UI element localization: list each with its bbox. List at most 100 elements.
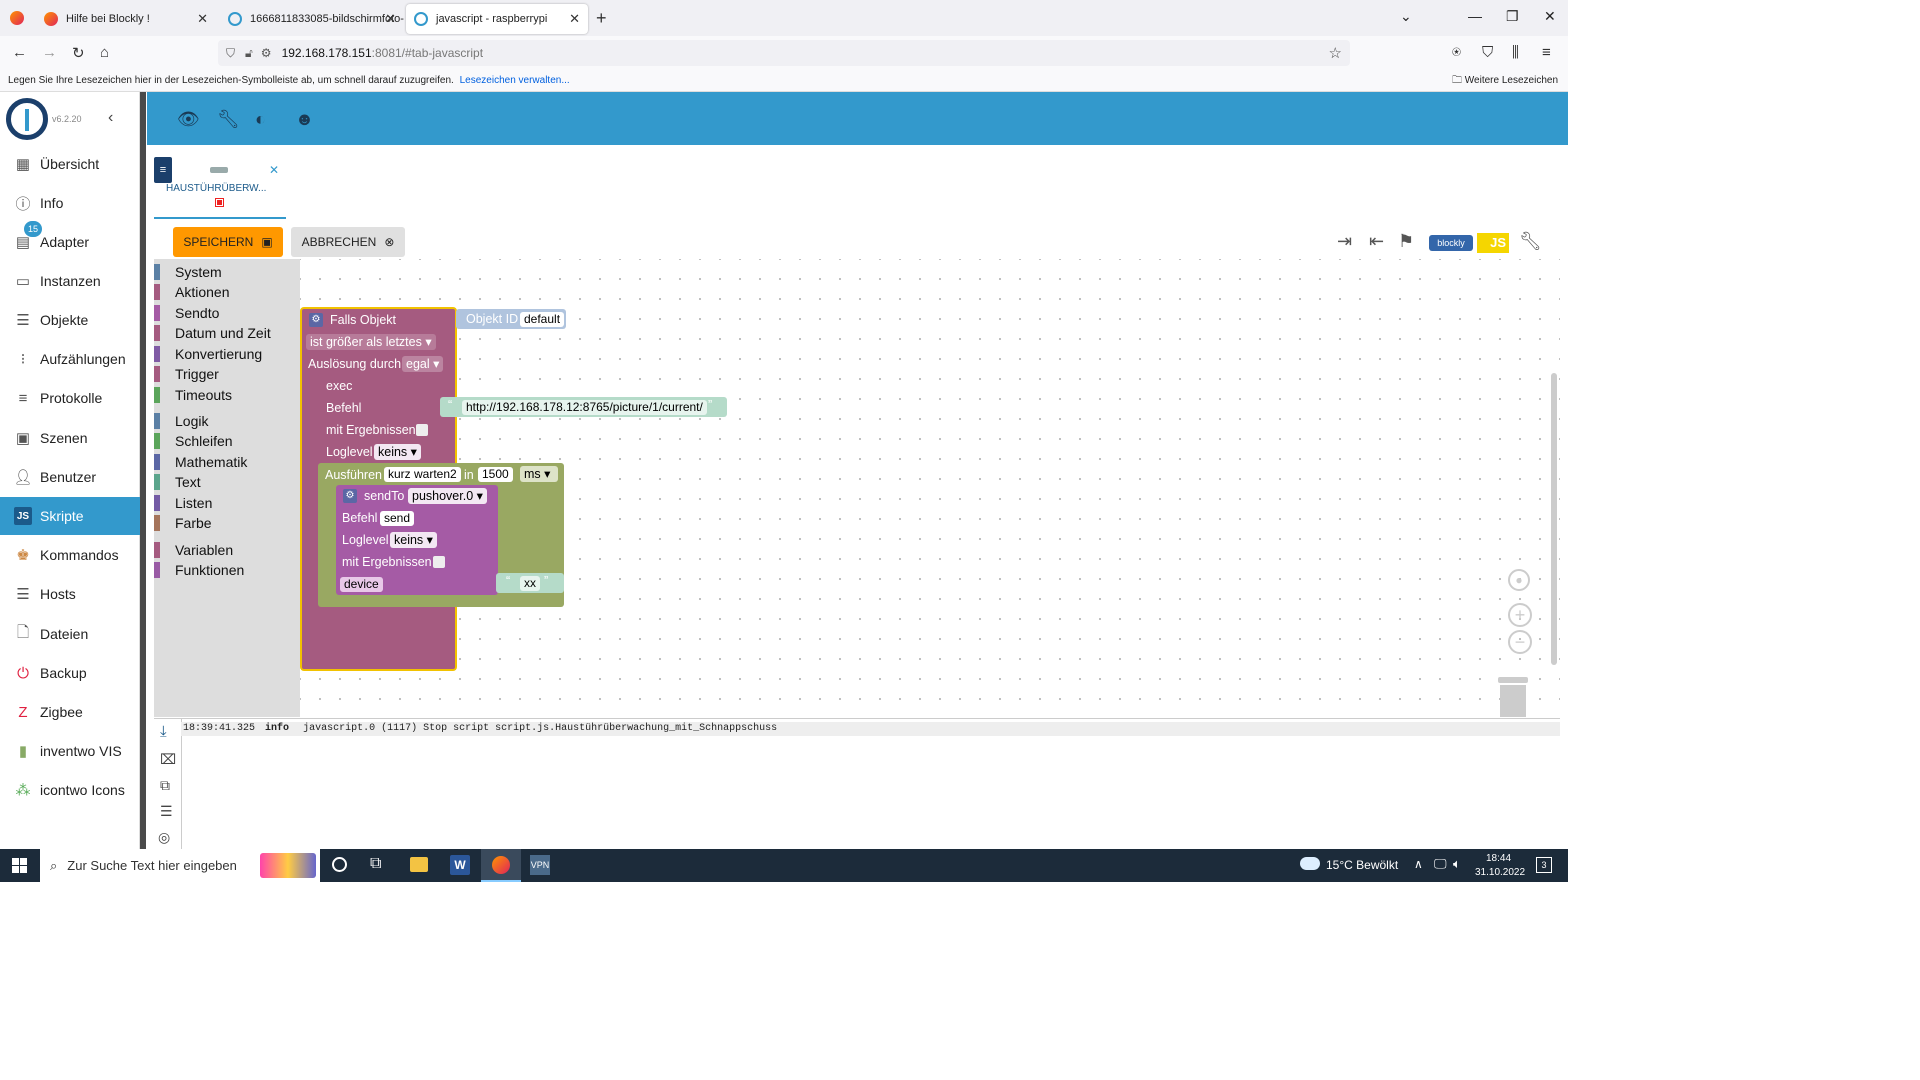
- reload-icon[interactable]: ↻: [72, 45, 85, 62]
- eye-icon[interactable]: 👁︎: [177, 109, 200, 129]
- tab-close-icon[interactable]: ✕: [569, 11, 580, 26]
- minimize-icon[interactable]: —: [1468, 8, 1482, 24]
- file-explorer-icon[interactable]: [410, 857, 428, 872]
- new-tab-icon[interactable]: +: [596, 8, 607, 28]
- task-view-icon[interactable]: ⧉: [370, 855, 382, 872]
- weather-text[interactable]: 15°C Bewölkt: [1326, 858, 1399, 872]
- sendto-target-dropdown[interactable]: pushover.0 ▾: [408, 488, 487, 504]
- clock-date[interactable]: 31.10.2022: [1475, 867, 1526, 878]
- network-icon[interactable]: 🖵︎: [1434, 856, 1447, 871]
- sidebar-item[interactable]: ▮inventwo VIS: [0, 732, 140, 770]
- import-icon[interactable]: ⇤: [1369, 231, 1385, 251]
- with-results-checkbox[interactable]: [416, 424, 428, 436]
- close-tab-icon[interactable]: ✕: [269, 163, 280, 177]
- toolbox-category[interactable]: Aktionen: [154, 282, 300, 302]
- url-field[interactable]: http://192.168.178.12:8765/picture/1/cur…: [462, 400, 707, 415]
- manage-bookmarks-link[interactable]: Lesezeichen verwalten...: [459, 75, 570, 86]
- copy-log-icon[interactable]: ⧉: [160, 777, 170, 793]
- workspace-scrollbar[interactable]: [1551, 373, 1557, 665]
- sidebar-item[interactable]: ▣Szenen: [0, 419, 140, 457]
- exec-block[interactable]: exec Befehl mit Ergebnissen Loglevel kei…: [318, 373, 440, 463]
- vpn-icon[interactable]: VPN: [530, 855, 550, 875]
- script-list-toggle[interactable]: ≡: [154, 157, 172, 183]
- browser-tab-1[interactable]: Hilfe bei Blockly ! ✕: [36, 4, 216, 34]
- settings-gear-icon[interactable]: ⚙: [309, 313, 323, 327]
- library-icon[interactable]: ⫼: [1512, 44, 1519, 61]
- recenter-icon[interactable]: ●: [1508, 569, 1530, 591]
- send-command-field[interactable]: send: [380, 511, 415, 526]
- tab-close-icon[interactable]: ✕: [385, 11, 396, 26]
- blockly-workspace[interactable]: ⚙ Falls Objekt ist größer als letztes ▾ …: [300, 259, 1560, 717]
- toolbox-category[interactable]: Konvertierung: [154, 344, 300, 364]
- sidebar-item[interactable]: ☰Objekte: [0, 301, 140, 339]
- sendto-block[interactable]: ⚙ sendTo pushover.0 ▾ Befehl send Loglev…: [336, 485, 498, 595]
- tray-chevron-icon[interactable]: ∧: [1414, 857, 1423, 871]
- word-icon[interactable]: W: [450, 855, 470, 875]
- tab-list-chevron-icon[interactable]: ⌄: [1400, 8, 1412, 24]
- toolbox-category[interactable]: Listen: [154, 493, 300, 513]
- forward-icon[interactable]: →: [42, 44, 57, 61]
- zoom-in-icon[interactable]: +: [1508, 603, 1532, 627]
- send-with-results-checkbox[interactable]: [433, 556, 445, 568]
- insecure-lock-icon[interactable]: 🔓︎: [245, 45, 253, 60]
- url-text-block[interactable]: “ http://192.168.178.12:8765/picture/1/c…: [440, 397, 727, 417]
- volume-icon[interactable]: 🔈︎: [1453, 856, 1461, 871]
- script-tab[interactable]: ✕ HAUSTÜHRÜBERW...: [154, 157, 286, 219]
- device-value-field[interactable]: xx: [520, 576, 540, 591]
- trash-icon[interactable]: [1498, 677, 1528, 717]
- sidebar-item[interactable]: ≡Protokolle: [0, 379, 140, 417]
- hide-log-icon[interactable]: ◎: [158, 829, 171, 845]
- other-bookmarks[interactable]: 🗀 Weitere Lesezeichen: [1452, 70, 1558, 92]
- toolbox-category[interactable]: Variablen: [154, 540, 300, 560]
- settings-gear-icon[interactable]: ⚙: [343, 489, 357, 503]
- condition-dropdown[interactable]: ist größer als letztes ▾: [306, 334, 436, 350]
- sidebar-item[interactable]: 🗋Dateien: [0, 615, 140, 653]
- collapse-sidebar-icon[interactable]: ‹: [108, 109, 114, 126]
- toolbox-category[interactable]: Funktionen: [154, 560, 300, 580]
- device-field[interactable]: device: [340, 577, 383, 592]
- unit-dropdown[interactable]: ms ▾: [520, 466, 558, 482]
- toolbox-category[interactable]: Text: [154, 472, 300, 492]
- check-flag-icon[interactable]: ⚑: [1398, 231, 1415, 251]
- toolbox-category[interactable]: Logik: [154, 411, 300, 431]
- sidebar-item[interactable]: ⏻Backup: [0, 654, 140, 692]
- clock-time[interactable]: 18:44: [1486, 853, 1512, 864]
- browser-tab-3[interactable]: javascript - raspberrypi ✕: [406, 4, 588, 34]
- bookmark-star-icon[interactable]: ☆: [1328, 45, 1342, 62]
- zoom-out-icon[interactable]: −: [1508, 630, 1532, 654]
- back-icon[interactable]: ←: [12, 44, 27, 61]
- toolbox-category[interactable]: Mathematik: [154, 452, 300, 472]
- sidebar-item[interactable]: 👤︎Benutzer: [0, 458, 140, 496]
- settings-wrench-icon[interactable]: 🔧︎: [1519, 231, 1542, 251]
- toolbox-category[interactable]: Timeouts: [154, 385, 300, 405]
- sidebar-item[interactable]: ⁂icontwo Icons: [0, 771, 140, 809]
- taskbar-search[interactable]: ⌕ Zur Suche Text hier eingeben: [40, 849, 320, 882]
- home-icon[interactable]: ⌂: [100, 44, 110, 61]
- notification-icon[interactable]: 3: [1536, 857, 1552, 873]
- toolbox-category[interactable]: Farbe: [154, 513, 300, 533]
- toolbox-category[interactable]: System: [154, 262, 300, 282]
- toolbox-category[interactable]: Trigger: [154, 364, 300, 384]
- object-id-block[interactable]: Objekt ID default: [456, 309, 566, 329]
- run-name-field[interactable]: kurz warten2: [384, 467, 461, 482]
- url-bar[interactable]: ⛉ 🔓︎ ⚙ 192.168.178.151 :8081/#tab-javasc…: [218, 40, 1350, 66]
- loglevel-dropdown[interactable]: keins ▾: [374, 444, 421, 460]
- clear-log-icon[interactable]: ⌧: [160, 751, 177, 767]
- firefox-taskbar-icon[interactable]: [481, 849, 521, 882]
- permissions-icon[interactable]: ⚙: [260, 46, 272, 60]
- expert-mode-icon[interactable]: ☻: [295, 109, 314, 129]
- firefox-menu-icon[interactable]: [10, 11, 24, 25]
- pocket-save-icon[interactable]: ⍟: [1452, 44, 1462, 61]
- tab-close-icon[interactable]: ✕: [197, 11, 208, 26]
- browser-tab-2[interactable]: 1666811833085-bildschirmfoto- ✕: [220, 4, 404, 34]
- windows-start-icon[interactable]: [12, 858, 27, 873]
- sidebar-item[interactable]: ▦Übersicht: [0, 145, 140, 183]
- log-format-icon[interactable]: ☰: [160, 803, 173, 819]
- shield-icon[interactable]: ⛉: [226, 45, 236, 60]
- cortana-icon[interactable]: [332, 857, 347, 872]
- pocket-icon[interactable]: ⛉: [1482, 44, 1494, 61]
- restore-icon[interactable]: ❐: [1506, 8, 1519, 24]
